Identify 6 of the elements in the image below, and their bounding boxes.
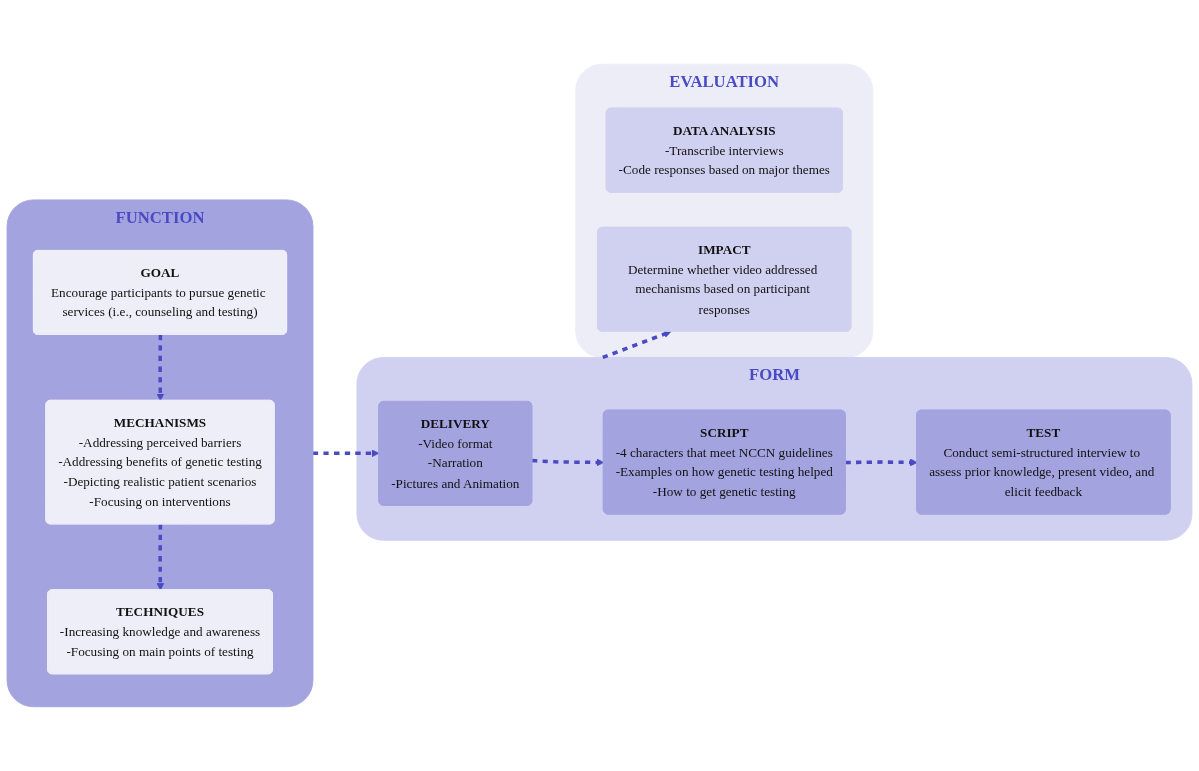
arrow [156, 524, 165, 591]
arrow [156, 334, 165, 402]
arrow [602, 330, 672, 360]
arrow [845, 458, 918, 467]
arrow [313, 449, 380, 458]
arrow [532, 458, 605, 467]
